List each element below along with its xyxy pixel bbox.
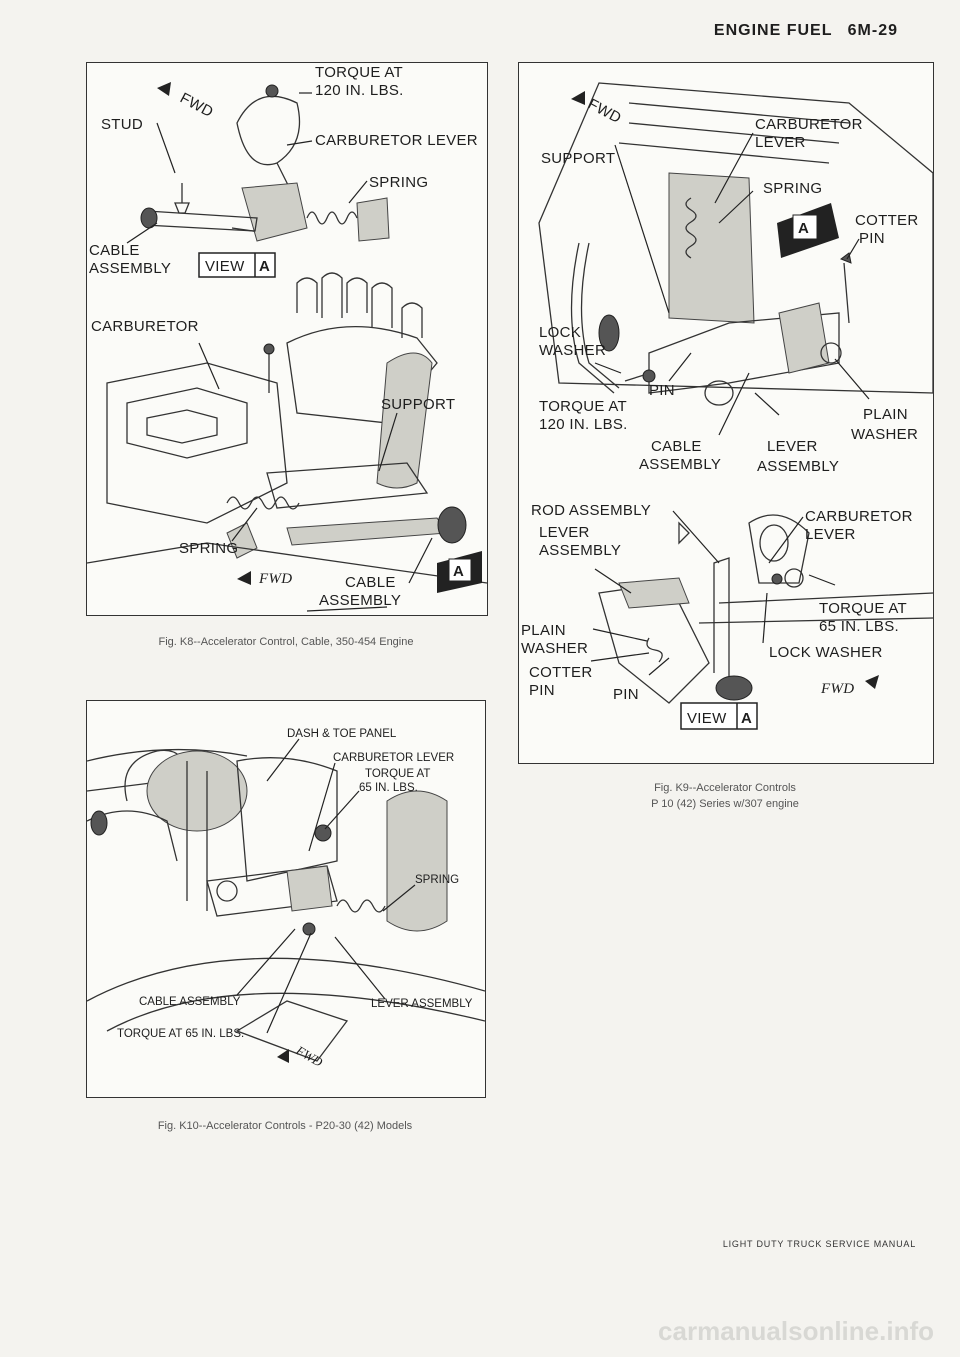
cotter-b-label: COTTER bbox=[529, 664, 592, 681]
torque-k9-line1: TORQUE AT bbox=[539, 398, 627, 415]
support-label-k9: SUPPORT bbox=[541, 150, 615, 167]
figure-k10: DASH & TOE PANEL CARBURETOR LEVER TORQUE… bbox=[86, 700, 486, 1098]
plain-label-k9: PLAIN bbox=[863, 406, 908, 423]
fwd-label-k10: FWD bbox=[293, 1042, 326, 1070]
lock-label-k9: LOCK bbox=[539, 324, 581, 341]
figure-k9: FWD SUPPORT CARBURETOR LEVER SPRING COTT… bbox=[518, 62, 934, 764]
a-tag-top bbox=[777, 203, 839, 258]
figure-k10-caption: Fig. K10--Accelerator Controls - P20-30 … bbox=[157, 1120, 413, 1132]
plain-b-label: PLAIN bbox=[521, 622, 566, 639]
page-header: ENGINE FUEL 6M-29 bbox=[714, 22, 898, 40]
view-label: VIEW bbox=[205, 258, 245, 275]
torque-b-line1: TORQUE AT bbox=[819, 600, 907, 617]
figure-k9-caption: Fig. K9--Accelerator Controls P 10 (42) … bbox=[518, 780, 932, 812]
lever-assembly-k10: LEVER ASSEMBLY bbox=[371, 998, 473, 1010]
figure-k9-caption-line1: Fig. K9--Accelerator Controls bbox=[654, 782, 796, 794]
figure-k10-illustration: DASH & TOE PANEL CARBURETOR LEVER TORQUE… bbox=[87, 728, 485, 1070]
fwd-arrow-b-icon bbox=[865, 675, 879, 689]
carburetor-label: CARBURETOR bbox=[91, 318, 199, 335]
cable-assembly-k10: CABLE ASSEMBLY bbox=[139, 996, 241, 1008]
a-tag-k9-letter: A bbox=[798, 220, 809, 237]
stud-label: STUD bbox=[101, 116, 143, 133]
view-a-drawing bbox=[140, 84, 390, 242]
plain-washer-label-k9: WASHER bbox=[851, 426, 918, 443]
rod-assembly-label: ROD ASSEMBLY bbox=[531, 502, 651, 519]
figure-k8-caption: Fig. K8--Accelerator Control, Cable, 350… bbox=[158, 636, 414, 648]
lock-washer-label-b: LOCK WASHER bbox=[769, 644, 883, 661]
carb-lever-k10: CARBURETOR LEVER bbox=[333, 752, 454, 764]
fwd-b-label: FWD bbox=[820, 681, 854, 697]
lever-assy-line1: LEVER bbox=[539, 524, 590, 541]
dash-panel-label: DASH & TOE PANEL bbox=[287, 728, 397, 740]
view-letter-k9: A bbox=[741, 710, 752, 727]
view-label-k9: VIEW bbox=[687, 710, 727, 727]
torque-label-line1: TORQUE AT bbox=[315, 64, 403, 81]
fwd-label-bottom: FWD bbox=[258, 571, 292, 587]
pin-label-k9-top: PIN bbox=[859, 230, 885, 247]
fwd-arrow-icon bbox=[157, 82, 171, 96]
torque-k10-line1: TORQUE AT bbox=[365, 768, 430, 780]
cable-bottom-line1: CABLE bbox=[345, 574, 396, 591]
fwd-arrow-icon-k9 bbox=[571, 91, 585, 105]
cable-k9-line1: CABLE bbox=[651, 438, 702, 455]
carburetor-lever-label: CARBURETOR LEVER bbox=[315, 132, 478, 149]
view-letter-label: A bbox=[259, 258, 270, 275]
lever-assy-line2: ASSEMBLY bbox=[539, 542, 621, 559]
a-tag-bottom bbox=[437, 551, 482, 593]
torque-label-line2: 120 IN. LBS. bbox=[315, 82, 404, 99]
spring-label-k9: SPRING bbox=[763, 180, 822, 197]
pin-b-label-1: PIN bbox=[529, 682, 555, 699]
figure-k8-illustration: FWD STUD TORQUE AT 120 IN. LBS. CARBURET… bbox=[87, 64, 487, 612]
pin-label-k9-mid: PIN bbox=[649, 382, 675, 399]
a-tag-bottom-letter: A bbox=[453, 563, 464, 580]
carb-lever-k9-line1: CARBURETOR bbox=[755, 116, 863, 133]
fwd-arrow-bottom-icon bbox=[237, 571, 251, 585]
cable-bottom-line2: ASSEMBLY bbox=[319, 592, 401, 609]
figure-k9-illustration: FWD SUPPORT CARBURETOR LEVER SPRING COTT… bbox=[521, 82, 933, 730]
carb-lever-b-line1: CARBURETOR bbox=[805, 508, 913, 525]
cable-k9-line2: ASSEMBLY bbox=[639, 456, 721, 473]
pin-b-label-2: PIN bbox=[613, 686, 639, 703]
figure-k9-caption-line2: P 10 (42) Series w/307 engine bbox=[651, 798, 799, 810]
lever-k9-line1: LEVER bbox=[767, 438, 818, 455]
torque-b-line2: 65 IN. LBS. bbox=[819, 618, 899, 635]
footer-manual-title: LIGHT DUTY TRUCK SERVICE MANUAL bbox=[722, 1239, 916, 1249]
figure-k8: FWD STUD TORQUE AT 120 IN. LBS. CARBURET… bbox=[86, 62, 488, 616]
view-a-tag-k9 bbox=[680, 702, 758, 730]
support-label: SUPPORT bbox=[381, 396, 455, 413]
cable-label-line2: ASSEMBLY bbox=[89, 260, 171, 277]
engine-drawing-view-a bbox=[598, 514, 933, 704]
spring-label-top: SPRING bbox=[369, 174, 428, 191]
cotter-label-k9: COTTER bbox=[855, 212, 918, 229]
section-title: ENGINE FUEL bbox=[713, 22, 833, 39]
fwd-arrow-k10-icon bbox=[277, 1049, 289, 1063]
carb-lever-b-line2: LEVER bbox=[805, 526, 856, 543]
lever-k9-line2: ASSEMBLY bbox=[757, 458, 839, 475]
view-a-tag bbox=[198, 252, 276, 278]
spring-label-bottom: SPRING bbox=[179, 540, 238, 557]
watermark: carmanualsonline.info bbox=[658, 1316, 934, 1346]
carb-lever-k9-line2: LEVER bbox=[755, 134, 806, 151]
washer-label-k9: WASHER bbox=[539, 342, 606, 359]
plain-b-washer: WASHER bbox=[521, 640, 588, 657]
torque-k9-line2: 120 IN. LBS. bbox=[539, 416, 628, 433]
carburetor-drawing bbox=[87, 272, 487, 584]
fwd-label-top: FWD bbox=[177, 90, 216, 121]
torque-k10-line2: 65 IN. LBS. bbox=[359, 782, 418, 794]
spring-label-k10: SPRING bbox=[415, 874, 459, 886]
engine-drawing-k10 bbox=[87, 748, 485, 1062]
cable-label-line1: CABLE bbox=[89, 242, 140, 259]
torque-bottom-k10: TORQUE AT 65 IN. LBS. bbox=[117, 1028, 244, 1040]
page-number: 6M-29 bbox=[847, 22, 898, 39]
fwd-label-k9: FWD bbox=[585, 96, 624, 127]
